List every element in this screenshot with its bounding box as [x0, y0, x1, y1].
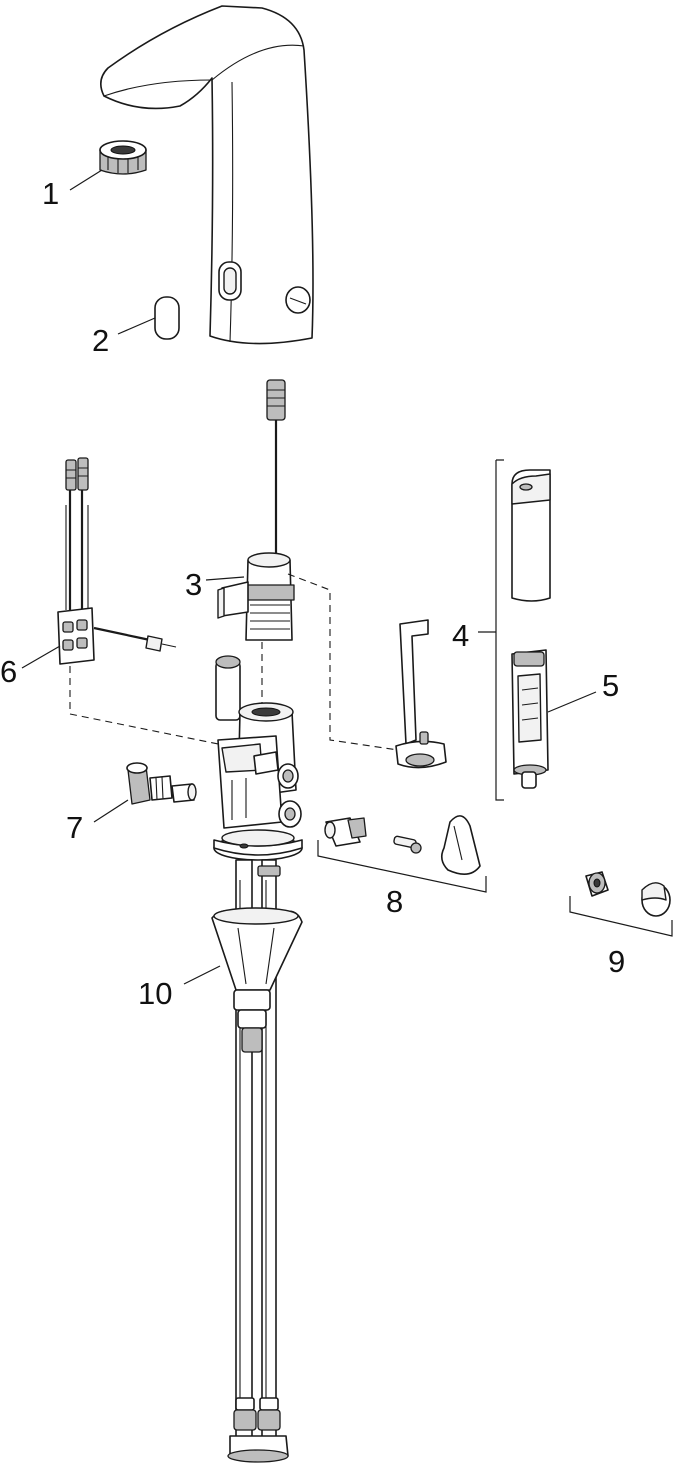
dashed-connections: [69, 573, 399, 753]
callout-9: 9: [608, 944, 625, 979]
sensor-cable: [266, 379, 286, 555]
battery-holder-part-5: 5: [511, 649, 619, 789]
bracket-4-5: 4: [452, 459, 504, 801]
mounting-cone-part-10: 10: [138, 907, 303, 1053]
valve-body: [213, 655, 303, 861]
flexible-hoses: [227, 859, 289, 1463]
battery-cover-part-4: [511, 469, 551, 602]
callout-8: 8: [386, 884, 403, 919]
cartridge-part-7: 7: [66, 762, 197, 845]
callout-6: 6: [0, 654, 17, 689]
callout-2: 2: [92, 323, 109, 358]
bracket-clip: [395, 619, 447, 769]
handle-set-part-8: 8: [317, 815, 487, 919]
faucet-body: [100, 5, 314, 345]
callout-10: 10: [138, 976, 172, 1011]
caps-part-9: 9: [569, 871, 673, 979]
callout-1: 1: [42, 176, 59, 211]
sensor-window-part-2: 2: [92, 296, 180, 358]
callout-5: 5: [602, 668, 619, 703]
callout-4: 4: [452, 618, 469, 653]
callout-7: 7: [66, 810, 83, 845]
solenoid-valve-part-3: 3: [185, 552, 295, 641]
terminal-block-part-6: 6: [0, 457, 177, 689]
callout-3: 3: [185, 567, 202, 602]
aerator-part-1: 1: [42, 140, 147, 211]
